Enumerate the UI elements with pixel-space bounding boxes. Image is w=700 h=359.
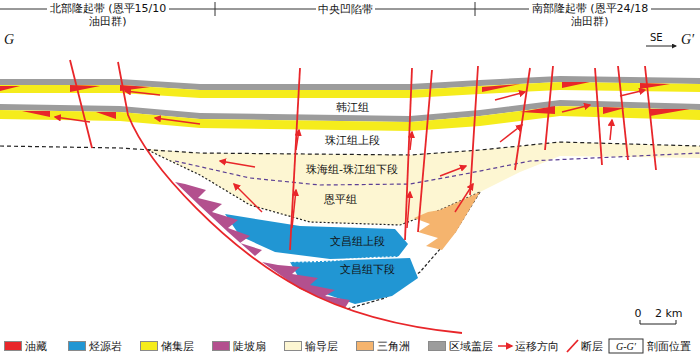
legend-swatch bbox=[284, 341, 302, 351]
legend-text: 三角洲 bbox=[377, 340, 410, 353]
section-end-label: G bbox=[4, 31, 14, 48]
legend-section-box bbox=[609, 339, 643, 353]
delta bbox=[414, 192, 480, 250]
formation-label: 文昌组上段 bbox=[328, 235, 387, 248]
legend-text: 剖面位置 bbox=[647, 340, 691, 353]
formation-label: 韩江组 bbox=[334, 101, 371, 114]
legend-swatch bbox=[4, 341, 22, 351]
scale-number: 0 bbox=[635, 307, 642, 320]
legend-arrow-sample bbox=[498, 345, 512, 347]
formation-label: 恩平组 bbox=[322, 193, 359, 206]
formation-label: 珠江组上段 bbox=[323, 134, 382, 147]
legend-text: 运移方向 bbox=[515, 340, 559, 353]
legend-text: 区域盖层 bbox=[449, 340, 493, 353]
section-position-label: G-G′ bbox=[616, 340, 636, 353]
member-boundary bbox=[250, 257, 425, 262]
legend-text: 储集层 bbox=[161, 340, 194, 353]
section-end-label: G′ bbox=[681, 31, 694, 48]
faults bbox=[70, 60, 656, 333]
header-tick bbox=[215, 2, 216, 16]
legend-swatch bbox=[212, 341, 230, 351]
legend-swatch bbox=[428, 341, 446, 351]
header-tick bbox=[475, 2, 476, 16]
legend-text: 油藏 bbox=[25, 340, 47, 353]
legend-swatch bbox=[356, 341, 374, 351]
formation-boundary bbox=[175, 153, 700, 185]
legend-swatch bbox=[68, 341, 86, 351]
zone-header: 中央凹陷带 bbox=[316, 3, 375, 16]
zone-header: 南部隆起带 (恩平24/18油田群) bbox=[529, 2, 651, 28]
direction-label: SE bbox=[650, 31, 663, 44]
zone-header: 北部隆起带 (恩平15/10油田群) bbox=[47, 2, 169, 28]
oil-pools bbox=[0, 82, 690, 119]
migration-arrows bbox=[55, 90, 645, 228]
scale-number: 2 km bbox=[655, 307, 683, 320]
legend-text: 输导层 bbox=[305, 340, 338, 353]
slope-fan bbox=[175, 182, 262, 256]
reservoir-layer bbox=[0, 82, 700, 98]
formation-label: 珠海组-珠江组下段 bbox=[304, 163, 400, 176]
legend-swatch bbox=[140, 341, 158, 351]
legend-text: 断层 bbox=[581, 340, 603, 353]
formation-label: 文昌组下段 bbox=[338, 263, 397, 276]
legend-text: 烃源岩 bbox=[89, 340, 122, 353]
legend-text: 陡坡扇 bbox=[233, 340, 266, 353]
legend-fault-sample bbox=[567, 340, 578, 352]
direction-arrow bbox=[646, 46, 676, 47]
scale-bar bbox=[640, 320, 676, 324]
